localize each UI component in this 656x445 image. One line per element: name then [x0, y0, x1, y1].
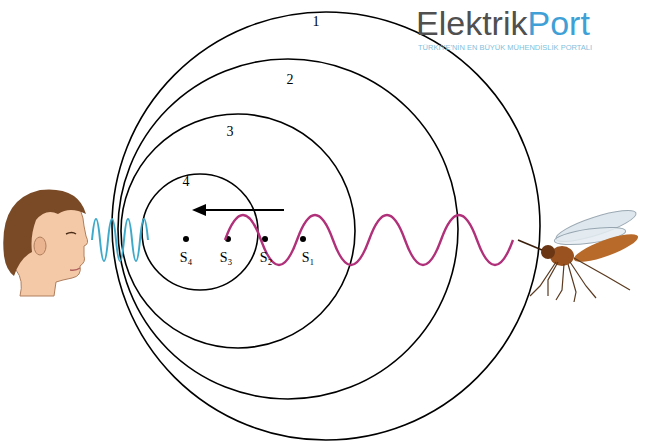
source-dot: [300, 236, 306, 242]
source-dot: [183, 236, 189, 242]
stretched-wave: [225, 215, 513, 265]
watermark-subtitle: TÜRKİYE'NİN EN BÜYÜK MÜHENDİSLİK PORTALI: [418, 44, 592, 52]
source-label: S₄: [180, 251, 193, 265]
arrow-head: [192, 204, 206, 216]
source-dot: [262, 236, 268, 242]
wavefront-circle: [142, 174, 258, 290]
wavefront-circle: [112, 12, 540, 440]
wavefront-circle: [121, 114, 355, 348]
source-label: S₁: [302, 251, 315, 265]
listener-face: [3, 190, 87, 297]
watermark-text: Port: [527, 6, 589, 40]
compressed-wave: [92, 219, 148, 261]
motion-arrow: [204, 209, 284, 211]
wavefront-circle: [118, 59, 458, 399]
source-label: S₂: [260, 251, 273, 265]
source-label: S₃: [220, 251, 233, 265]
callout-number: 3: [227, 125, 234, 139]
callout-number: 4: [183, 175, 190, 189]
mosquito: [518, 204, 641, 302]
callout-number: 1: [313, 15, 320, 29]
callout-number: 2: [287, 73, 294, 87]
watermark-text: Elektrik: [416, 6, 527, 40]
